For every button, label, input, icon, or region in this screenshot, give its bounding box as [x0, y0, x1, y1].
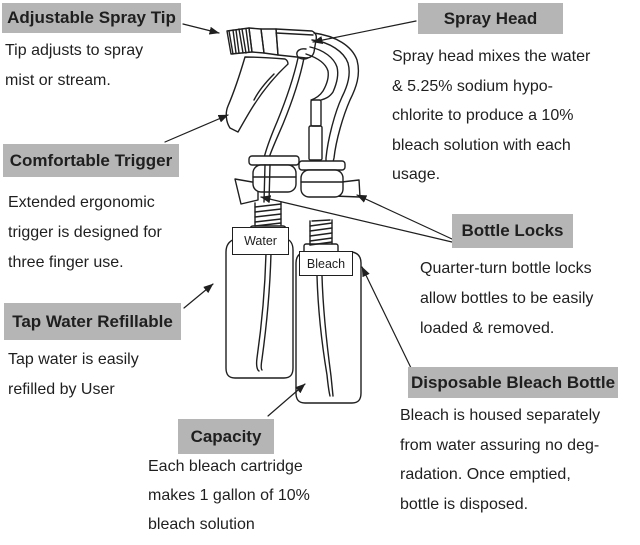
text-disposable-bleach-bottle: Bleach is housed separately from water a…	[400, 401, 600, 519]
text-line: three finger use.	[8, 254, 124, 271]
text-line: Each bleach cartridge	[148, 458, 303, 475]
label-capacity: Capacity	[178, 419, 274, 454]
arrow-disposable-bleach	[361, 266, 413, 371]
arrow-comfortable-trigger	[164, 114, 229, 143]
text-line: loaded & removed.	[420, 320, 555, 337]
arrow-spray-head	[312, 20, 417, 45]
bleach-bottle-label: Bleach	[299, 251, 353, 276]
text-line: bleach solution with each	[392, 136, 571, 154]
water-bottle	[225, 237, 294, 379]
spray-nozzle-icon	[226, 27, 279, 56]
bottle-lock-left	[234, 155, 300, 205]
text-line: makes 1 gallon of 10%	[148, 487, 310, 504]
arrow-adjustable-spray-tip	[182, 23, 220, 35]
label-spray-head: Spray Head	[418, 3, 563, 34]
trigger	[225, 56, 289, 133]
text-line: Spray head mixes the water	[392, 48, 591, 65]
label-tap-water-refillable: Tap Water Refillable	[4, 303, 181, 340]
text-line: chlorite to produce a 10%	[392, 107, 574, 124]
water-bottle-label: Water	[232, 227, 289, 255]
text-tap-water-refillable: Tap water is easily refilled by User	[8, 345, 139, 405]
text-line: Quarter-turn bottle locks	[420, 260, 592, 277]
text-line: trigger is designed for	[8, 224, 162, 241]
text-line: radation. Once emptied,	[400, 466, 571, 483]
text-line: bottle is disposed.	[400, 495, 529, 513]
bottle-lock-right	[298, 160, 361, 198]
label-adjustable-spray-tip: Adjustable Spray Tip	[2, 3, 181, 33]
arrow-tap-water-refillable	[183, 283, 214, 309]
arrow-bottle-locks-right	[356, 194, 453, 240]
text-line: usage.	[392, 166, 441, 183]
bleach-bottle	[295, 219, 362, 404]
text-line: Bleach is housed separately	[400, 407, 601, 424]
text-line: bleach solution	[148, 516, 255, 533]
text-capacity: Each bleach cartridge makes 1 gallon of …	[148, 452, 310, 539]
bleach-cap-threads	[303, 219, 339, 255]
label-comfortable-trigger: Comfortable Trigger	[3, 144, 179, 177]
spray-head-body	[275, 28, 318, 60]
label-bottle-locks: Bottle Locks	[452, 214, 573, 248]
hose-bundle	[263, 32, 360, 163]
label-disposable-bleach-bottle: Disposable Bleach Bottle	[408, 367, 618, 398]
text-line: & 5.25% sodium hypo-	[392, 77, 553, 95]
text-bottle-locks: Quarter-turn bottle locks allow bottles …	[420, 254, 593, 344]
callout-arrows	[164, 20, 453, 417]
text-line: Tap water is easily	[8, 351, 139, 368]
text-line: from water assuring no deg-	[400, 436, 600, 454]
text-line: allow bottles to be easily	[420, 290, 594, 307]
text-comfortable-trigger: Extended ergonomic trigger is designed f…	[8, 188, 162, 278]
text-adjustable-spray-tip: Tip adjusts to spray mist or stream.	[5, 36, 143, 96]
text-line: mist or stream.	[5, 72, 111, 89]
text-spray-head: Spray head mixes the water & 5.25% sodiu…	[392, 42, 590, 190]
arrow-capacity	[267, 383, 306, 417]
arrow-bottle-locks-left	[260, 195, 453, 243]
text-line: Tip adjusts to spray	[5, 42, 144, 59]
text-line: refilled by User	[8, 381, 115, 398]
spray-gun	[225, 27, 361, 240]
text-line: Extended ergonomic	[8, 194, 155, 211]
